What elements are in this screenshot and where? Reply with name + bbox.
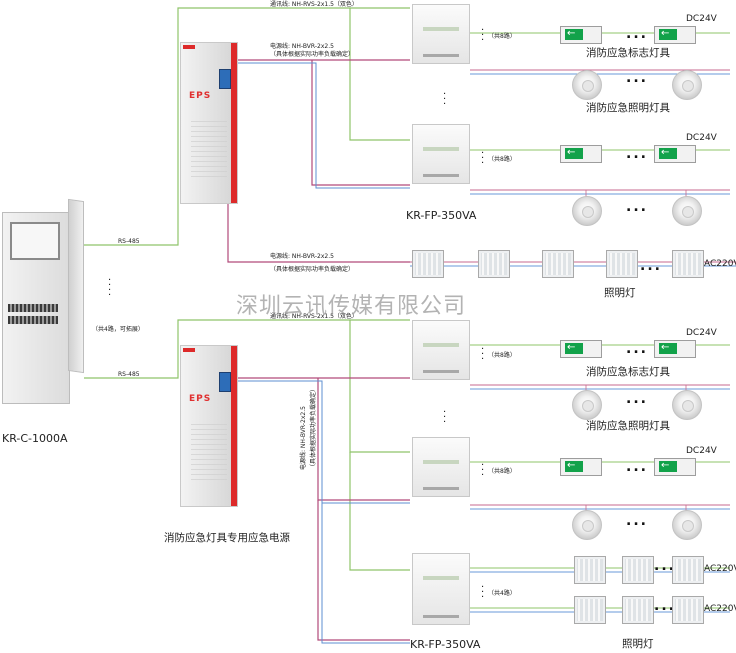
lighting-fixture-icon (478, 250, 510, 278)
blue-wire (236, 62, 410, 644)
sign-ellipsis: ... (626, 459, 648, 475)
sign-group-label-2: 消防应急标志灯具 (586, 366, 670, 378)
lamp-ellipsis: ... (626, 199, 648, 215)
ac220v-label-2: AC220V (704, 564, 736, 574)
lighting-fixture-icon (574, 596, 606, 624)
dc24v-label-2: DC24V (686, 133, 717, 143)
exit-sign-icon: ← (654, 26, 696, 44)
distribution-box-3 (412, 320, 470, 380)
emergency-lamp-icon (572, 390, 602, 420)
host-rack (8, 316, 58, 324)
ac220v-label-3: AC220V (704, 604, 736, 614)
emergency-lamp-icon (572, 70, 602, 100)
box-model-label-top: KR-FP-350VA (406, 209, 477, 222)
distribution-box-2 (412, 124, 470, 184)
lamp-group-label-1: 照明灯 (604, 287, 636, 299)
controller-host (0, 198, 84, 405)
fixture-ellipsis: ... (654, 598, 676, 614)
host-model-label: KR-C-1000A (2, 432, 68, 445)
power-wire-top (227, 59, 410, 641)
lighting-fixture-icon (542, 250, 574, 278)
power-cable-label-top: 电源线: NH-BVR-2x2.5 (270, 43, 334, 50)
comm-wire-top (84, 7, 410, 571)
distribution-box-5 (412, 553, 470, 625)
eps-name-label: 消防应急灯具专用应急电源 (164, 532, 290, 544)
emergency-lamp-icon (672, 390, 702, 420)
eps-brand-text: EPS (189, 91, 212, 101)
branch-dots: ··· (481, 582, 485, 603)
dc24v-label-1: DC24V (686, 14, 717, 24)
lighting-group-label-1: 消防应急照明灯具 (586, 102, 670, 114)
lighting-fixture-icon (672, 596, 704, 624)
branch-count-3: （共8路） (488, 352, 516, 359)
branch-dots: ··· (481, 460, 485, 481)
host-screen (10, 222, 60, 260)
branch-count-4: （共8路） (488, 468, 516, 475)
exit-sign-icon: ← (654, 340, 696, 358)
exit-sign-icon: ← (560, 458, 602, 476)
emergency-lamp-icon (672, 510, 702, 540)
power-cable-note-mid: （具体根据实际功率负载确定） (270, 266, 355, 273)
box-ellipsis-top: ··· (443, 89, 447, 110)
lighting-fixture-icon (672, 250, 704, 278)
distribution-box-1 (412, 4, 470, 64)
comm-cable-label-bottom: 通讯线: NH-RVS-2x1.5（双色） (270, 313, 358, 320)
power-cable-label-mid: 电源线: NH-BVR-2x2.5 (270, 253, 334, 260)
box-ellipsis-bottom: ··· (443, 407, 447, 428)
rs485-label-bottom: RS-485 (118, 371, 140, 378)
branch-count-2: （共8路） (488, 156, 516, 163)
eps-cabinet-bottom: EPS (180, 345, 238, 507)
watermark: 深圳云讯传媒有限公司 (236, 294, 467, 319)
eps-brand-text: EPS (189, 394, 212, 404)
rs485-label-top: RS-485 (118, 238, 140, 245)
sign-group-label-1: 消防应急标志灯具 (586, 47, 670, 59)
lamp-ellipsis: ... (626, 70, 648, 86)
branch-dots: ··· (481, 25, 485, 46)
comm-cable-label-top: 通讯线: NH-RVS-2x1.5（双色） (270, 1, 358, 8)
eps-cabinet-top: EPS (180, 42, 238, 204)
host-door (68, 198, 84, 374)
exit-sign-icon: ← (654, 145, 696, 163)
sign-ellipsis: ... (626, 341, 648, 357)
power-cable-note-top: （具体根据实际功率负载确定） (270, 51, 355, 58)
emergency-lamp-icon (672, 196, 702, 226)
sign-ellipsis: ... (626, 146, 648, 162)
lighting-fixture-icon (606, 250, 638, 278)
power-cable-note-vertical: （具体根据实际功率负载确定） (310, 385, 317, 470)
distribution-box-4 (412, 437, 470, 497)
dc24v-label-3: DC24V (686, 328, 717, 338)
sign-ellipsis: ... (626, 26, 648, 42)
branch-dots: ··· (481, 148, 485, 169)
lighting-fixture-icon (622, 556, 654, 584)
host-note: （共4路，可拓展） (92, 326, 144, 333)
lighting-group-label-2: 消防应急照明灯具 (586, 420, 670, 432)
box-model-label-bottom: KR-FP-350VA (410, 638, 481, 651)
power-cable-label-vertical: 电源线: NH-BVR-2x2.5 (300, 406, 307, 470)
exit-sign-icon: ← (560, 145, 602, 163)
lamp-ellipsis: ... (626, 391, 648, 407)
emergency-lamp-icon (572, 510, 602, 540)
fixture-ellipsis: ... (654, 558, 676, 574)
emergency-lamp-icon (672, 70, 702, 100)
dc24v-label-4: DC24V (686, 446, 717, 456)
lamp-ellipsis: ... (626, 513, 648, 529)
emergency-lamp-icon (572, 196, 602, 226)
drop-lines-pink (585, 70, 687, 512)
lamp-group-label-2: 照明灯 (622, 638, 654, 650)
lighting-fixture-icon (672, 556, 704, 584)
fixture-ellipsis: ... (640, 258, 662, 274)
host-ellipsis-vertical: ···· (108, 275, 112, 301)
exit-sign-icon: ← (560, 340, 602, 358)
lighting-fixture-icon (574, 556, 606, 584)
branch-count-1: （共8路） (488, 33, 516, 40)
ac220v-label-1: AC220V (704, 259, 736, 269)
lighting-fixture-icon (412, 250, 444, 278)
lighting-fixture-icon (622, 596, 654, 624)
branch-dots: ··· (481, 344, 485, 365)
host-rack (8, 304, 58, 312)
exit-sign-icon: ← (560, 26, 602, 44)
branch-count-5: （共4路） (488, 590, 516, 597)
exit-sign-icon: ← (654, 458, 696, 476)
